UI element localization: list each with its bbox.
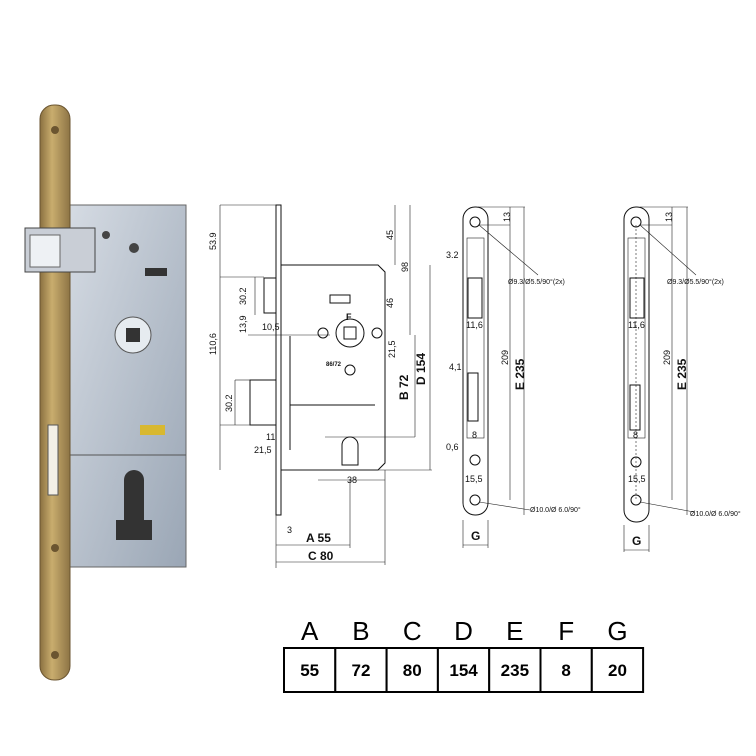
table-cell [385, 647, 439, 693]
dim-label: 0,6 [446, 442, 459, 452]
table-header: F [558, 616, 574, 646]
dim-label-a: A 55 [306, 531, 331, 545]
dim-label: 46 [385, 298, 395, 308]
dim-label: 15,5 [628, 474, 646, 484]
dim-label: Ø9.3/Ø5.5/90°(2x) [667, 278, 724, 286]
table-value: 20 [608, 661, 627, 680]
dim-label: Ø10.0/Ø 6.0/90° [530, 506, 581, 514]
table-value: 235 [501, 661, 529, 680]
dim-label: 15,5 [465, 474, 483, 484]
dim-label: 13,9 [238, 315, 248, 333]
table-header: C [403, 616, 422, 646]
dim-label: 13 [502, 212, 512, 222]
table-header: B [352, 616, 369, 646]
dim-label: 38 [347, 475, 357, 485]
table-cell [436, 647, 491, 693]
dim-label-g: G [471, 529, 480, 543]
dim-label: 30.2 [238, 287, 248, 305]
dim-label: 8 [633, 430, 638, 440]
dim-label-e: E 235 [675, 358, 689, 390]
table-cell [283, 647, 337, 693]
dim-label-g: G [632, 534, 641, 548]
dim-label: 13 [664, 212, 674, 222]
table-value: 154 [449, 661, 478, 680]
table-cell [590, 647, 645, 693]
table-cell [539, 647, 593, 693]
table-value: 72 [351, 661, 370, 680]
table-header: D [454, 616, 473, 646]
dim-label: 45 [385, 230, 395, 240]
dim-label: 11 [266, 432, 275, 442]
dim-label: 30.2 [224, 394, 234, 412]
dim-label: 11,6 [628, 320, 645, 330]
dim-label: 98 [400, 262, 410, 272]
dim-label: 4,1 [449, 362, 462, 372]
dim-label: 110,6 [208, 333, 218, 355]
dim-label: 209 [662, 350, 672, 365]
dim-label-e: E 235 [513, 358, 527, 390]
table-value: 55 [300, 661, 319, 680]
table-header: G [607, 616, 627, 646]
dim-label: 3.2 [446, 250, 459, 260]
table-value: 8 [561, 661, 570, 680]
lock-photo [24, 104, 187, 681]
dim-label: 86/72 [326, 362, 342, 368]
dim-label-b: B 72 [397, 374, 411, 400]
dim-label-d: D 154 [414, 353, 428, 385]
dim-label: 53.9 [208, 232, 218, 250]
dim-label: Ø10.0/Ø 6.0/90° [690, 510, 741, 518]
dim-label: 209 [500, 350, 510, 365]
table-header: E [506, 616, 523, 646]
dim-label: 21,5 [387, 340, 397, 358]
bolt-slot [47, 424, 59, 496]
dim-label: F [346, 312, 352, 322]
dimension-table: A 55 B 72 C 80 D 154 E 235 F 8 G 20 [283, 616, 645, 693]
dim-label: 3 [287, 525, 292, 535]
dim-label: 8 [472, 430, 477, 440]
faceplate-drawing-1: 13 3.2 Ø9.3/Ø5.5/90°(2x) 11,6 4,1 209 E … [446, 206, 581, 548]
table-value: 80 [403, 661, 422, 680]
dim-label: 11,6 [466, 320, 483, 330]
cylinder-cutout [116, 470, 152, 540]
dim-label: 21,5 [254, 445, 272, 455]
dim-label: Ø9.3/Ø5.5/90°(2x) [508, 278, 565, 286]
faceplate [39, 104, 71, 681]
dim-label-c: C 80 [308, 549, 334, 563]
table-header: A [301, 616, 319, 646]
lock-body-drawing: 53.9 45 98 30.2 46 13,9 10,5 110,6 21,5 … [208, 204, 432, 568]
faceplate-drawing-2: 13 Ø9.3/Ø5.5/90°(2x) 11,6 209 E 235 8 15… [623, 206, 741, 552]
dim-label: 10,5 [262, 322, 280, 332]
